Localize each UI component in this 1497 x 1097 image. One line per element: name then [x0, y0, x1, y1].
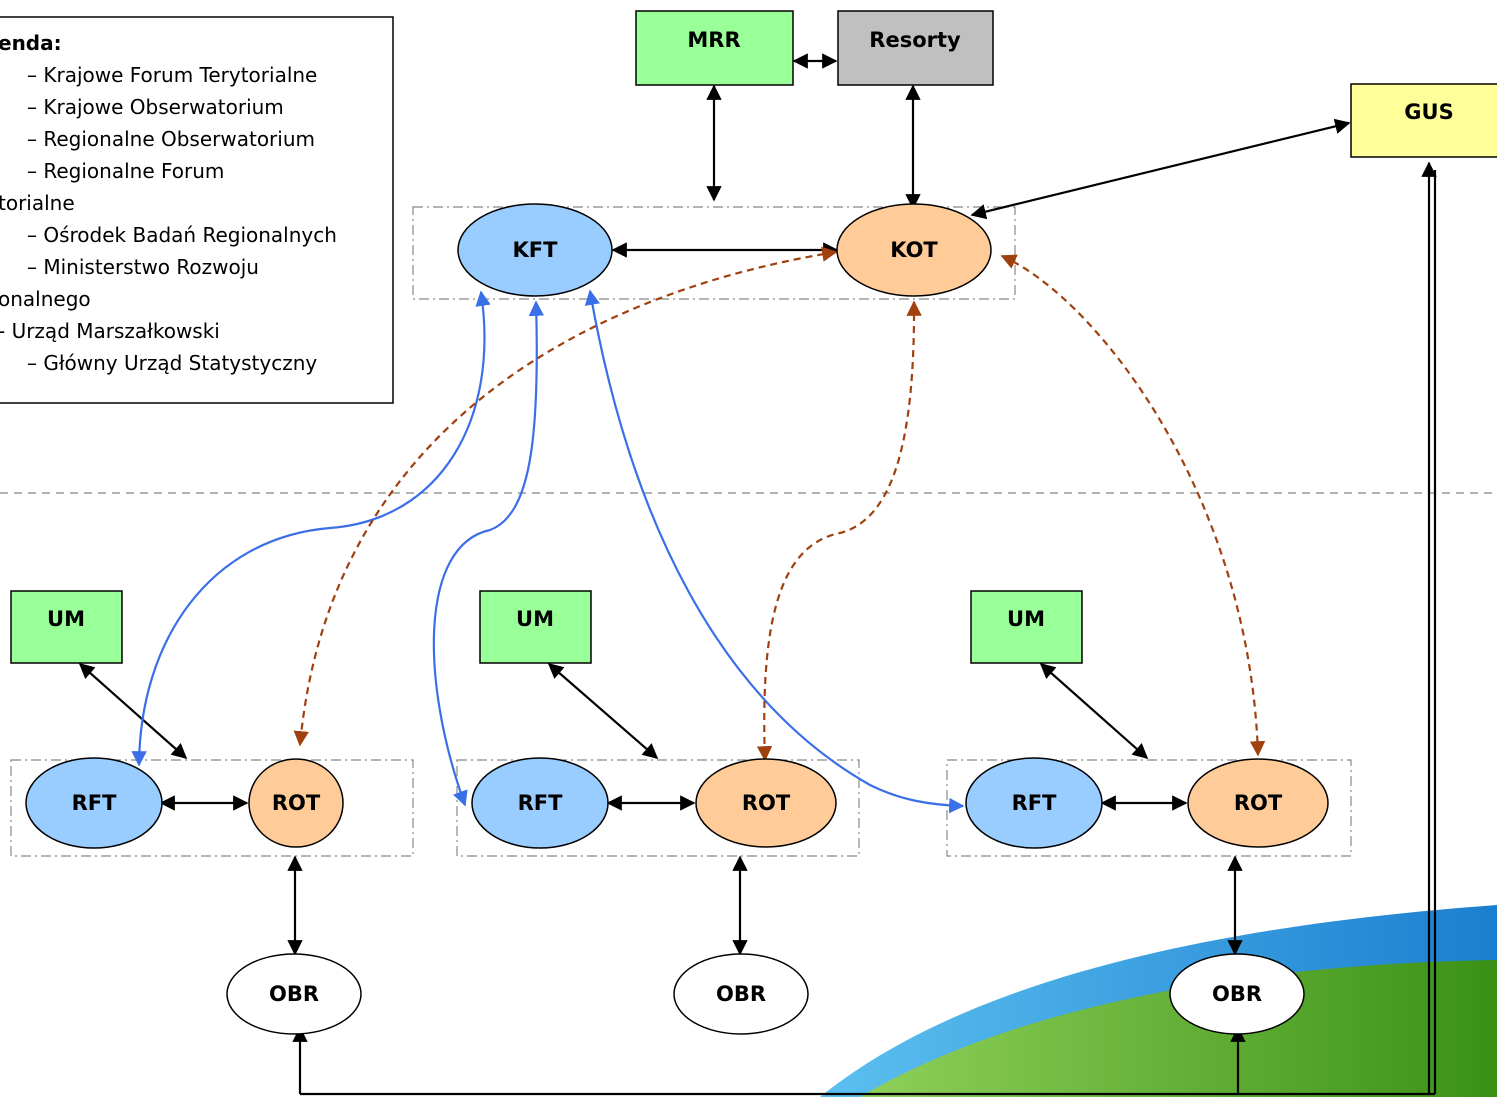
node-resorty: Resorty — [837, 10, 994, 86]
node-um: UM — [10, 590, 123, 664]
arrow-kot-rot-1 — [293, 246, 838, 747]
region-1: UM RFT ROT OBR — [10, 590, 362, 1035]
node-obr-label: OBR — [269, 982, 319, 1006]
arrow-kft-rft-3 — [584, 289, 965, 814]
legend-line: – Ministerstwo Rozwoju — [27, 255, 259, 279]
node-rot: ROT — [695, 758, 837, 848]
region-3: UM RFT ROT OBR — [965, 590, 1329, 1035]
legend-line: torialne — [0, 191, 75, 215]
node-rft: RFT — [25, 757, 163, 849]
legend: enda: – Krajowe Forum Terytorialne – Kra… — [0, 16, 394, 404]
node-rft: RFT — [471, 757, 609, 849]
arrow-gus-kot — [970, 118, 1351, 220]
node-kot-label: KOT — [890, 238, 938, 262]
node-rft-label: RFT — [518, 791, 564, 815]
legend-line: – Krajowe Obserwatorium — [27, 95, 284, 119]
legend-line: – Regionalne Obserwatorium — [27, 127, 315, 151]
background-swoosh — [820, 905, 1497, 1097]
node-gus: GUS — [1350, 83, 1497, 158]
node-rot-label: ROT — [272, 791, 321, 815]
node-um: UM — [970, 590, 1083, 664]
node-um-label: UM — [47, 607, 85, 631]
node-obr-label: OBR — [716, 982, 766, 1006]
node-kft: KFT — [457, 203, 613, 297]
arrow-kft-rft-2 — [432, 300, 545, 807]
node-resorty-label: Resorty — [869, 28, 961, 52]
legend-line: – Krajowe Forum Terytorialne — [27, 63, 317, 87]
node-um: UM — [479, 590, 592, 664]
legend-line: - Urząd Marszałkowski — [0, 319, 220, 343]
node-mrr-label: MRR — [687, 28, 740, 52]
node-rft-label: RFT — [1012, 791, 1058, 815]
node-um-label: UM — [1007, 607, 1045, 631]
node-rot-label: ROT — [742, 791, 791, 815]
arrow-um-group-3 — [1039, 662, 1149, 760]
legend-line: – Regionalne Forum — [27, 159, 224, 183]
node-um-label: UM — [516, 607, 554, 631]
arrow-kot-rot-3 — [1000, 254, 1266, 757]
node-obr-label: OBR — [1212, 982, 1262, 1006]
node-rot: ROT — [248, 758, 344, 848]
legend-line: onalnego — [0, 287, 91, 311]
node-rot-label: ROT — [1234, 791, 1283, 815]
arrow-kot-rot-2 — [756, 300, 922, 762]
legend-title: enda: — [0, 31, 62, 55]
node-kft-label: KFT — [513, 238, 559, 262]
arrow-um-group-2 — [547, 662, 659, 760]
node-kot: KOT — [836, 203, 992, 297]
node-rft-label: RFT — [72, 791, 118, 815]
node-rot: ROT — [1187, 758, 1329, 848]
node-obr: OBR — [1169, 953, 1305, 1035]
legend-line: – Ośrodek Badań Regionalnych — [27, 223, 337, 247]
connectors-brown — [293, 246, 1266, 762]
region-group-box-3 — [946, 759, 1352, 857]
node-obr: OBR — [226, 953, 362, 1035]
legend-line: – Główny Urząd Statystyczny — [27, 351, 317, 375]
node-obr: OBR — [673, 953, 809, 1035]
region-2: UM RFT ROT OBR — [471, 590, 837, 1035]
node-rft: RFT — [965, 757, 1103, 849]
node-mrr: MRR — [635, 10, 794, 86]
node-gus-label: GUS — [1404, 100, 1453, 124]
arrow-um-group-1 — [78, 662, 188, 760]
